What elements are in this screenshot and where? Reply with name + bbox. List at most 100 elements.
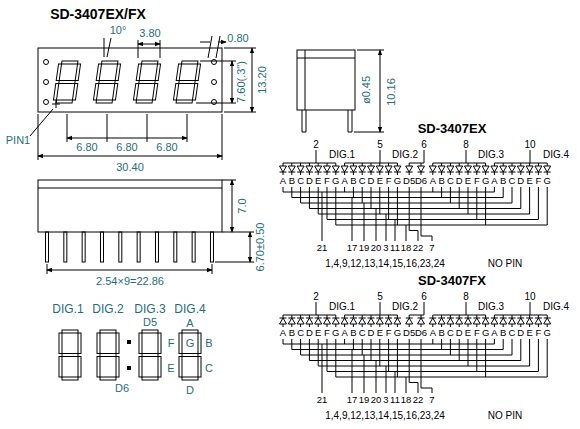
pin-wire <box>406 225 407 241</box>
segment-name: G <box>543 328 550 338</box>
pin-number: 19 <box>359 395 370 405</box>
body-edge <box>38 188 222 189</box>
extension-lines <box>38 114 222 160</box>
dimension-line <box>200 42 226 43</box>
pin-number: 5 <box>377 140 383 150</box>
common-wire <box>380 150 381 163</box>
segment-name: A <box>341 328 347 338</box>
diode-bar <box>465 172 472 173</box>
segment <box>59 357 62 378</box>
diode-bar <box>332 172 339 173</box>
drawing-title: SD-3407EX/FX <box>50 7 146 21</box>
segment <box>139 357 142 378</box>
pin-number: 7 <box>429 395 434 405</box>
diode-bar <box>544 318 551 319</box>
wire <box>468 339 469 366</box>
pin <box>46 232 49 262</box>
segment <box>96 100 112 103</box>
extension-lines <box>354 50 384 132</box>
diode-bar <box>280 318 287 319</box>
common-wire <box>466 302 467 315</box>
segment-label: F <box>168 338 175 349</box>
wire <box>538 339 539 372</box>
diode-bar <box>429 172 436 173</box>
wire <box>362 187 363 203</box>
diode-bar <box>447 172 454 173</box>
led-diode <box>324 318 331 324</box>
pin-number: 20 <box>371 243 382 253</box>
pin-wire <box>386 214 387 241</box>
segment-name: F <box>386 176 392 186</box>
led-diode <box>368 318 375 324</box>
diode-bar <box>350 172 357 173</box>
diode-bar <box>447 318 454 319</box>
led-diode <box>447 318 454 324</box>
diode-bar <box>473 318 480 319</box>
segment-name: G <box>394 176 401 186</box>
segment <box>72 84 77 101</box>
pin-wire <box>322 192 323 241</box>
common-wire <box>530 150 531 163</box>
note: NO PIN <box>488 411 522 421</box>
segment <box>100 377 116 380</box>
diode-bar <box>473 172 480 173</box>
segment-net <box>421 388 432 389</box>
signal-name: DIG.2 <box>392 302 418 312</box>
diode-bar <box>535 172 542 173</box>
wire <box>318 187 319 214</box>
dimension-line <box>138 44 160 45</box>
diode-bar <box>288 172 295 173</box>
display-body-side <box>297 50 355 110</box>
common-bus <box>409 163 424 164</box>
digit <box>93 61 121 103</box>
diode-bar <box>438 318 445 319</box>
pin <box>192 232 195 262</box>
diode-bar <box>306 172 313 173</box>
extension-lines <box>208 36 220 58</box>
part-number: SD-3407FX <box>418 274 486 287</box>
pin-number: 3 <box>383 243 388 253</box>
led-diode <box>509 166 516 172</box>
display-body-front <box>38 48 222 112</box>
pin-row <box>46 232 214 262</box>
segment <box>136 64 141 81</box>
diode-bar <box>526 318 533 319</box>
segment-net <box>318 366 529 367</box>
digit <box>97 330 119 380</box>
diode-bar <box>341 318 348 319</box>
segment <box>182 377 198 380</box>
led-diode <box>509 318 516 324</box>
segment-name: C <box>509 176 516 186</box>
dimension-label: 2.54×9=22.86 <box>96 276 164 287</box>
pin-number: 6 <box>421 292 427 302</box>
dimension-label: 30.40 <box>116 162 144 173</box>
pin-number: 22 <box>413 243 424 253</box>
segment-net <box>292 349 503 350</box>
extension-lines <box>47 264 212 274</box>
common-wire <box>530 302 531 315</box>
segment-name: A <box>341 176 347 186</box>
led-diode <box>526 166 533 172</box>
dimension-label: 6.80 <box>156 142 177 153</box>
pin-number: 18 <box>401 243 412 253</box>
segment-name: E <box>377 328 383 338</box>
common-wire <box>424 302 425 315</box>
wire <box>503 339 504 350</box>
segment-name: F <box>474 176 480 186</box>
segment <box>62 61 78 64</box>
segment <box>182 354 198 357</box>
colon-dot <box>128 341 131 344</box>
dimension-line <box>232 180 233 232</box>
segment-name: C <box>447 328 454 338</box>
wire <box>432 187 433 192</box>
segment-label: A <box>186 318 193 329</box>
extension-lines <box>215 180 254 262</box>
pin <box>137 232 140 262</box>
led-diode <box>500 166 507 172</box>
segment <box>139 333 142 354</box>
body-edge <box>297 50 355 110</box>
pin-number: 21 <box>317 395 328 405</box>
led-diode <box>418 166 425 172</box>
pin-number: 17 <box>347 395 358 405</box>
